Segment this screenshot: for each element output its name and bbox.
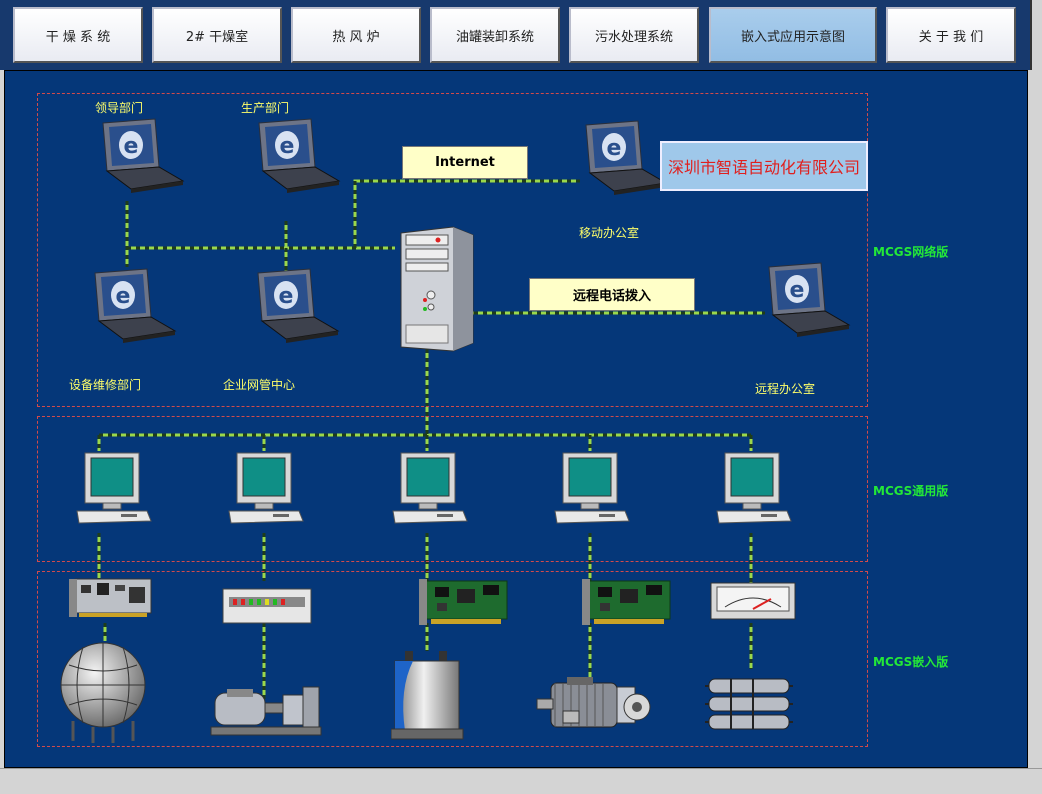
- laptop-icon: e: [585, 120, 668, 195]
- nav-button-tank-loading-system[interactable]: 油罐装卸系统: [430, 7, 560, 63]
- label-network-center: 企业网管中心: [223, 378, 296, 392]
- nav-button-sewage-treatment[interactable]: 污水处理系统: [569, 7, 699, 63]
- io-card-icon: [69, 578, 152, 617]
- label-equipment-maintenance: 设备维修部门: [69, 378, 142, 392]
- nav-button-drying-system[interactable]: 干 燥 系 统: [13, 7, 143, 63]
- diagram-canvas: MCGS网络版 MCGS通用版 MCGS嵌入版 e e e e e e: [4, 70, 1028, 768]
- storage-tank-icon: [391, 651, 464, 740]
- svg-text:e: e: [124, 134, 139, 159]
- desktop-computer-icon: [716, 452, 792, 524]
- zone-label-embedded: MCGS嵌入版: [873, 655, 949, 669]
- status-bar: [0, 768, 1042, 794]
- nav-button-embedded-diagram[interactable]: 嵌入式应用示意图: [709, 7, 877, 63]
- label-production: 生产部门: [241, 101, 290, 115]
- internet-label: Internet: [402, 146, 528, 179]
- nav-button-drying-room-2[interactable]: 2# 干燥室: [152, 7, 282, 63]
- label-mobile-office: 移动办公室: [579, 226, 640, 240]
- desktop-computer-icon: [392, 452, 468, 524]
- circuit-board-icon: [582, 579, 671, 625]
- company-name-box: 深圳市智语自动化有限公司: [660, 141, 868, 191]
- battery-bank-icon: [705, 678, 793, 730]
- zone-label-general: MCGS通用版: [873, 484, 949, 498]
- laptop-icon: e: [258, 118, 341, 193]
- svg-text:e: e: [607, 136, 622, 161]
- motor-pump-icon: [210, 686, 322, 736]
- desktop-computer-icon: [554, 452, 630, 524]
- analog-meter-icon: [710, 582, 796, 620]
- label-remote-office: 远程办公室: [755, 382, 816, 396]
- zone-label-network: MCGS网络版: [873, 245, 949, 259]
- nav-button-hot-air-furnace[interactable]: 热 风 炉: [291, 7, 421, 63]
- desktop-computer-icon: [228, 452, 304, 524]
- spherical-tank-icon: [60, 642, 146, 743]
- connection-lines: [97, 179, 765, 699]
- zone-embedded-edition: [37, 571, 868, 747]
- top-navigation: 干 燥 系 统 2# 干燥室 热 风 炉 油罐装卸系统 污水处理系统 嵌入式应用…: [0, 0, 1032, 70]
- svg-text:e: e: [279, 284, 294, 309]
- laptop-icon: e: [768, 262, 851, 337]
- controller-panel-icon: [222, 588, 312, 624]
- svg-text:e: e: [790, 278, 805, 303]
- remote-dialin-label: 远程电话拨入: [529, 278, 695, 311]
- svg-text:e: e: [280, 134, 295, 159]
- zone-general-edition: [37, 416, 868, 562]
- svg-text:e: e: [116, 284, 131, 309]
- circuit-board-icon: [419, 579, 508, 625]
- label-leadership: 领导部门: [95, 101, 144, 115]
- electric-motor-icon: [536, 677, 651, 728]
- desktop-computer-icon: [76, 452, 152, 524]
- laptop-icon: e: [102, 118, 185, 193]
- server-icon: [400, 226, 474, 352]
- laptop-icon: e: [257, 268, 340, 343]
- nav-button-about-us[interactable]: 关 于 我 们: [886, 7, 1016, 63]
- zone-network-edition: [37, 93, 868, 407]
- laptop-icon: e: [94, 268, 177, 343]
